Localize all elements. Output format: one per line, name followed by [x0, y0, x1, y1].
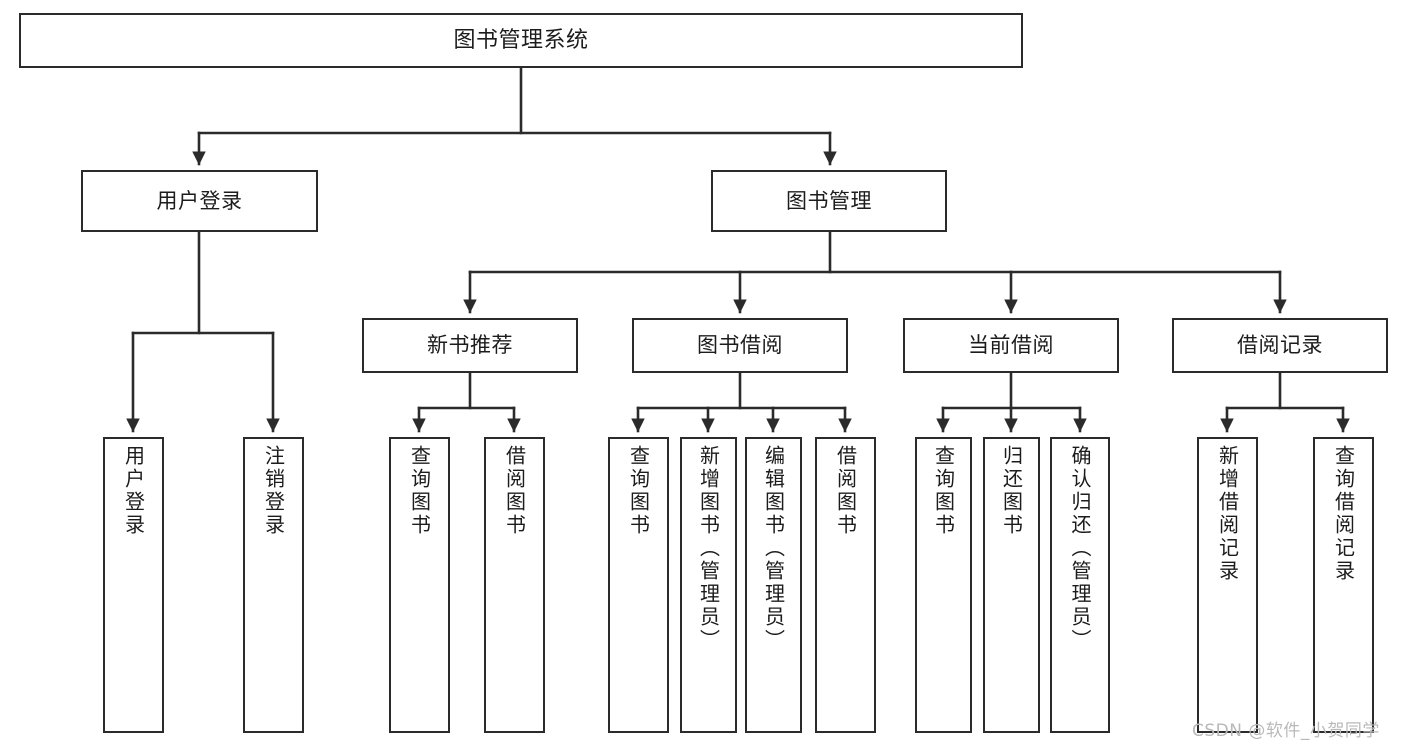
node-leaf-confirm-return-label: 确认归还（管理员） — [1068, 445, 1092, 652]
node-leaf-query-book-1-label: 查询图书 — [407, 445, 432, 537]
node-borrow-record-label: 借阅记录 — [1237, 333, 1323, 358]
node-user-login-label: 用户登录 — [156, 188, 243, 213]
watermark: CSDN @软件_小贺同学 — [1192, 721, 1380, 741]
node-leaf-query-book-2[interactable]: 查询图书 — [608, 437, 669, 733]
node-leaf-borrow-book-2-label: 借阅图书 — [833, 445, 858, 537]
node-leaf-borrow-book-2[interactable]: 借阅图书 — [815, 437, 876, 733]
node-leaf-return-book[interactable]: 归还图书 — [983, 437, 1040, 733]
node-book-borrow-label: 图书借阅 — [697, 333, 783, 358]
node-current-borrow[interactable]: 当前借阅 — [903, 318, 1119, 373]
node-leaf-add-record[interactable]: 新增借阅记录 — [1197, 437, 1258, 733]
node-leaf-query-book-3[interactable]: 查询图书 — [915, 437, 972, 733]
node-borrow-record[interactable]: 借阅记录 — [1172, 318, 1388, 373]
node-leaf-query-book-3-label: 查询图书 — [931, 445, 956, 537]
node-leaf-query-book-2-label: 查询图书 — [626, 445, 651, 537]
node-leaf-query-record[interactable]: 查询借阅记录 — [1313, 437, 1374, 733]
node-leaf-borrow-book-1-label: 借阅图书 — [502, 445, 527, 537]
node-new-book-rec-label: 新书推荐 — [427, 333, 513, 358]
node-current-borrow-label: 当前借阅 — [968, 333, 1054, 358]
node-leaf-add-book-label: 新增图书（管理员） — [696, 445, 721, 652]
node-leaf-edit-book[interactable]: 编辑图书（管理员） — [745, 437, 802, 733]
node-book-manage[interactable]: 图书管理 — [711, 170, 947, 232]
node-root-label: 图书管理系统 — [453, 27, 589, 53]
node-leaf-add-book[interactable]: 新增图书（管理员） — [680, 437, 737, 733]
node-root[interactable]: 图书管理系统 — [19, 13, 1023, 68]
node-leaf-return-book-label: 归还图书 — [999, 445, 1024, 537]
node-user-login[interactable]: 用户登录 — [81, 170, 318, 232]
node-leaf-query-book-1[interactable]: 查询图书 — [389, 437, 450, 733]
node-leaf-add-record-label: 新增借阅记录 — [1215, 445, 1240, 583]
node-book-borrow[interactable]: 图书借阅 — [632, 318, 848, 373]
node-book-manage-label: 图书管理 — [786, 188, 872, 213]
node-new-book-rec[interactable]: 新书推荐 — [362, 318, 578, 373]
node-leaf-user-logout[interactable]: 注销登录 — [243, 437, 304, 733]
node-leaf-user-login-label: 用户登录 — [121, 445, 146, 537]
node-leaf-edit-book-label: 编辑图书（管理员） — [761, 445, 786, 652]
node-leaf-borrow-book-1[interactable]: 借阅图书 — [484, 437, 545, 733]
node-leaf-confirm-return[interactable]: 确认归还（管理员） — [1050, 437, 1110, 733]
node-leaf-user-login[interactable]: 用户登录 — [103, 437, 164, 733]
node-leaf-user-logout-label: 注销登录 — [261, 445, 286, 537]
node-leaf-query-record-label: 查询借阅记录 — [1331, 445, 1356, 583]
